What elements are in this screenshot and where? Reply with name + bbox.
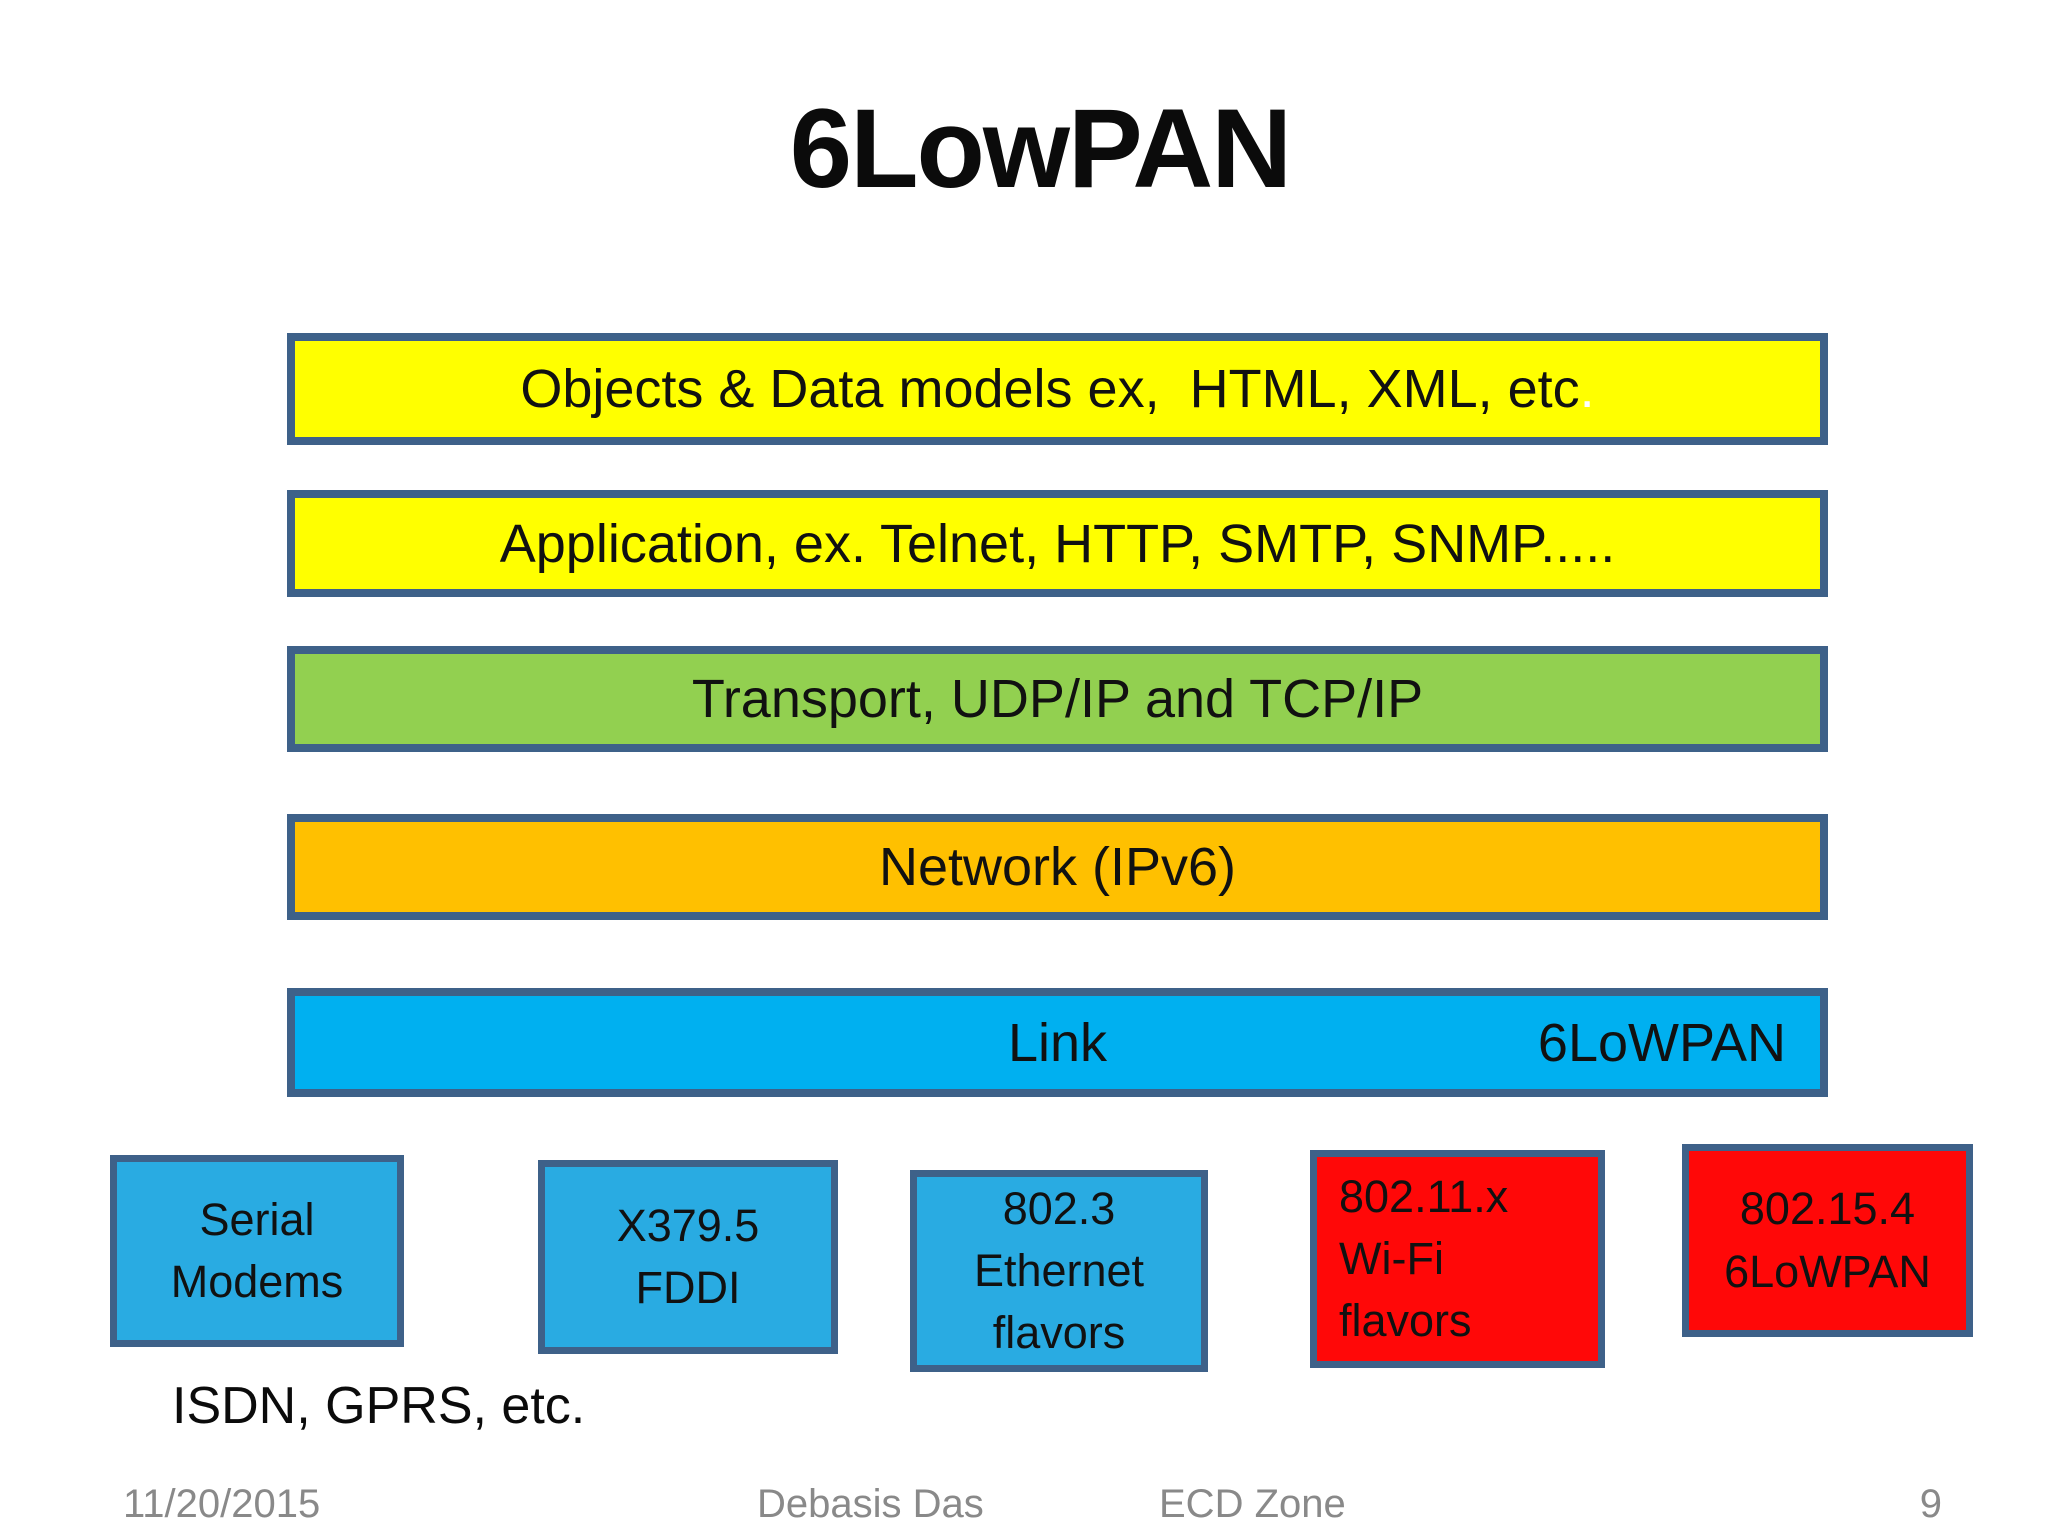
link-box-wifi: 802.11.x Wi-Fi flavors bbox=[1310, 1150, 1605, 1368]
footer-author: Debasis Das bbox=[757, 1482, 984, 1526]
layer-label: Transport, UDP/IP and TCP/IP bbox=[691, 669, 1424, 729]
box-line: Ethernet bbox=[973, 1244, 1145, 1296]
layer-trailing-dot: . bbox=[1579, 359, 1595, 419]
box-line: flavors bbox=[992, 1307, 1126, 1359]
box-line: 6LoWPAN bbox=[1724, 1245, 1931, 1297]
layer-label: Link bbox=[1007, 1012, 1108, 1073]
layer-link-6lowpan-label: 6LoWPAN bbox=[1537, 1012, 1786, 1073]
link-box-6lowpan: 802.15.4 6LoWPAN bbox=[1682, 1144, 1973, 1337]
box-line: Serial bbox=[199, 1193, 315, 1245]
layer-network: Network (IPv6) bbox=[287, 814, 1828, 920]
footer-org: ECD Zone bbox=[1159, 1482, 1346, 1526]
footer-page-number: 9 bbox=[1919, 1482, 1942, 1526]
layer-link: Link 6LoWPAN bbox=[287, 988, 1828, 1097]
layer-label: Application, ex. Telnet, HTTP, SMTP, SNM… bbox=[499, 513, 1616, 574]
slide-title: 6LowPAN bbox=[789, 86, 1292, 211]
layer-transport: Transport, UDP/IP and TCP/IP bbox=[287, 646, 1828, 752]
layer-label: Objects & Data models ex, HTML, XML, etc bbox=[520, 359, 1580, 419]
link-box-fddi: X379.5 FDDI bbox=[538, 1160, 838, 1354]
layer-application: Application, ex. Telnet, HTTP, SMTP, SNM… bbox=[287, 490, 1828, 597]
box-line: Modems bbox=[170, 1256, 344, 1307]
box-line: X379.5 bbox=[616, 1199, 760, 1251]
link-box-serial-modems: Serial Modems bbox=[110, 1155, 404, 1347]
box-line: 802.11.x bbox=[1339, 1170, 1509, 1222]
isdn-gprs-note: ISDN, GPRS, etc. bbox=[172, 1377, 586, 1435]
box-line: FDDI bbox=[635, 1262, 741, 1313]
box-line: 802.15.4 bbox=[1739, 1183, 1916, 1235]
layer-label: Network (IPv6) bbox=[878, 837, 1237, 897]
box-line: 802.3 bbox=[1002, 1182, 1116, 1234]
box-line: Wi-Fi bbox=[1339, 1232, 1444, 1284]
link-box-ethernet: 802.3 Ethernet flavors bbox=[910, 1170, 1208, 1372]
layer-objects-data-models: Objects & Data models ex, HTML, XML, etc… bbox=[287, 333, 1828, 445]
footer-date: 11/20/2015 bbox=[123, 1482, 321, 1526]
box-line: flavors bbox=[1339, 1295, 1472, 1347]
